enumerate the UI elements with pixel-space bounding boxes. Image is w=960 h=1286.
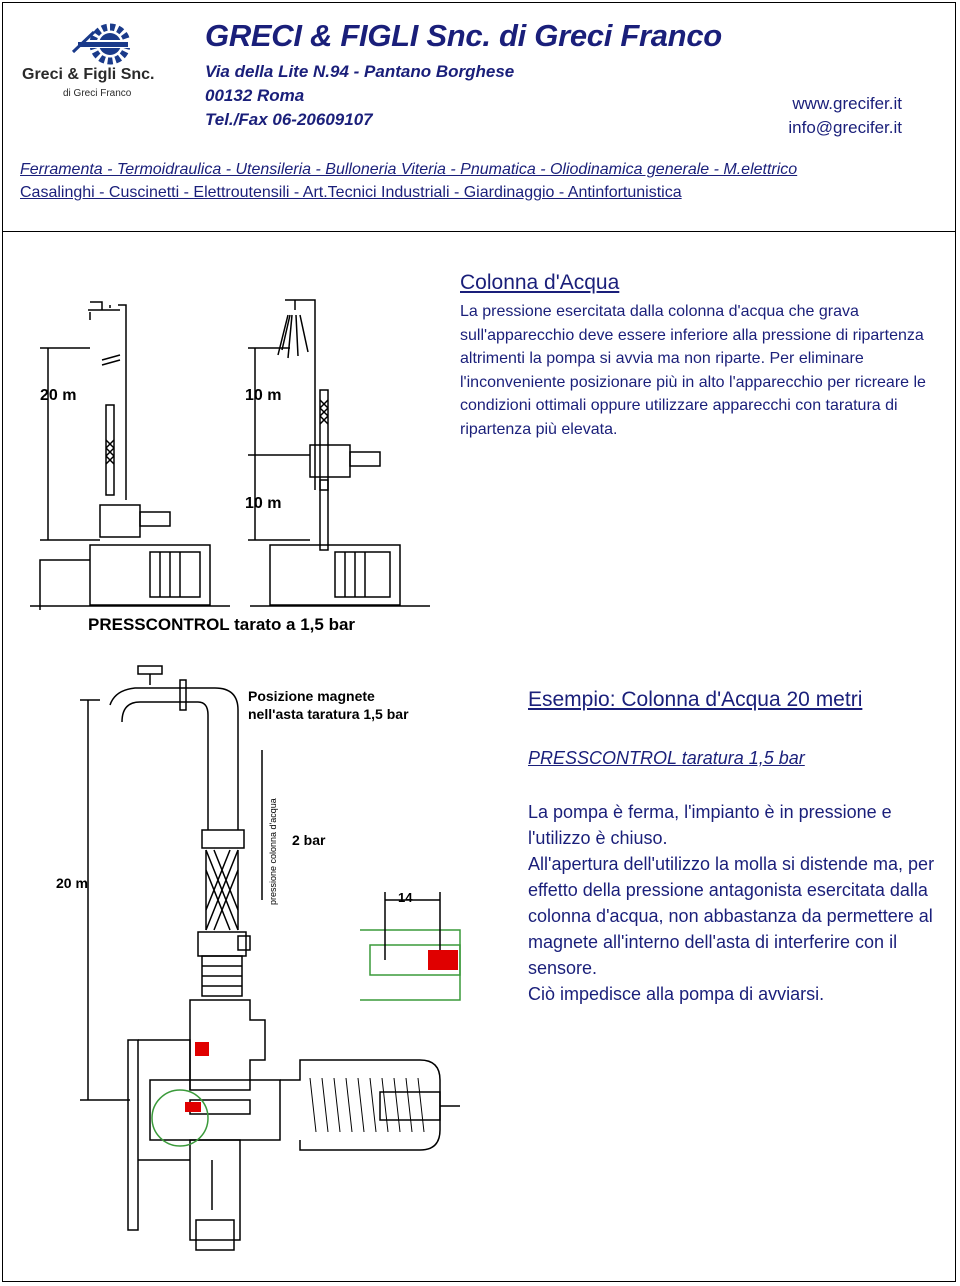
magnet-marker-rod [185,1102,201,1112]
gear-icon [71,23,132,65]
company-name: GRECI & FIGLI Snc. di Greci Franco [205,18,722,53]
dim-20m-label: 20 m [40,387,76,404]
header-divider [2,231,956,232]
magnet-marker-body [195,1042,209,1056]
logo-brand: Greci & Figli Snc. [22,66,154,83]
section2-title: Esempio: Colonna d'Acqua 20 metri [528,688,863,711]
address-line1: Via della Lite N.94 - Pantano Borghese [205,62,515,81]
figure1-caption: PRESSCONTROL tarato a 1,5 bar [88,615,355,634]
phone-fax: Tel./Fax 06-20609107 [205,110,373,129]
address-line2: 00132 Roma [205,86,305,105]
categories-line2: Casalinghi - Cuscinetti - Elettroutensil… [20,184,682,201]
column-pressure-label: pressione colonna d'acqua [268,798,278,905]
dim-14-label: 14 [398,890,413,905]
categories-line1: Ferramenta - Termoidraulica - Utensileri… [20,161,798,178]
dim-10m-bottom-label: 10 m [245,495,281,512]
website-link[interactable]: www.grecifer.it [792,94,902,113]
email-link[interactable]: info@grecifer.it [788,118,902,137]
section1-paragraph: La pressione esercitata dalla colonna d'… [460,303,926,438]
section1-title: Colonna d'Acqua [460,271,620,294]
section2-paragraph-3: Ciò impedisce alla pompa di avviarsi. [528,984,825,1004]
water-column-diagram: 20 m 10 m 10 m PRESSCONTROL tarato a 1,5… [30,299,430,634]
company-logo: Greci & Figli Snc. di Greci Franco [22,23,154,99]
section2-subtitle: PRESSCONTROL taratura 1,5 bar [528,748,805,768]
magnet-position-label-2: nell'asta taratura 1,5 bar [248,706,409,722]
magnet-marker-detail [428,950,458,970]
section2-body: La pompa è ferma, l'impianto è in pressi… [528,799,938,1007]
magnet-position-label-1: Posizione magnete [248,688,375,704]
pressure-2bar-label: 2 bar [292,832,326,848]
section2-paragraph-2: All'apertura dell'utilizzo la molla si d… [528,854,935,978]
section2-paragraph-1: La pompa è ferma, l'impianto è in pressi… [528,802,892,848]
dim-20m-label-2: 20 m [56,875,88,891]
presscontrol-section-diagram: Posizione magnete nell'asta taratura 1,5… [56,665,461,1251]
logo-sub: di Greci Franco [63,88,132,99]
dim-10m-top-label: 10 m [245,387,281,404]
